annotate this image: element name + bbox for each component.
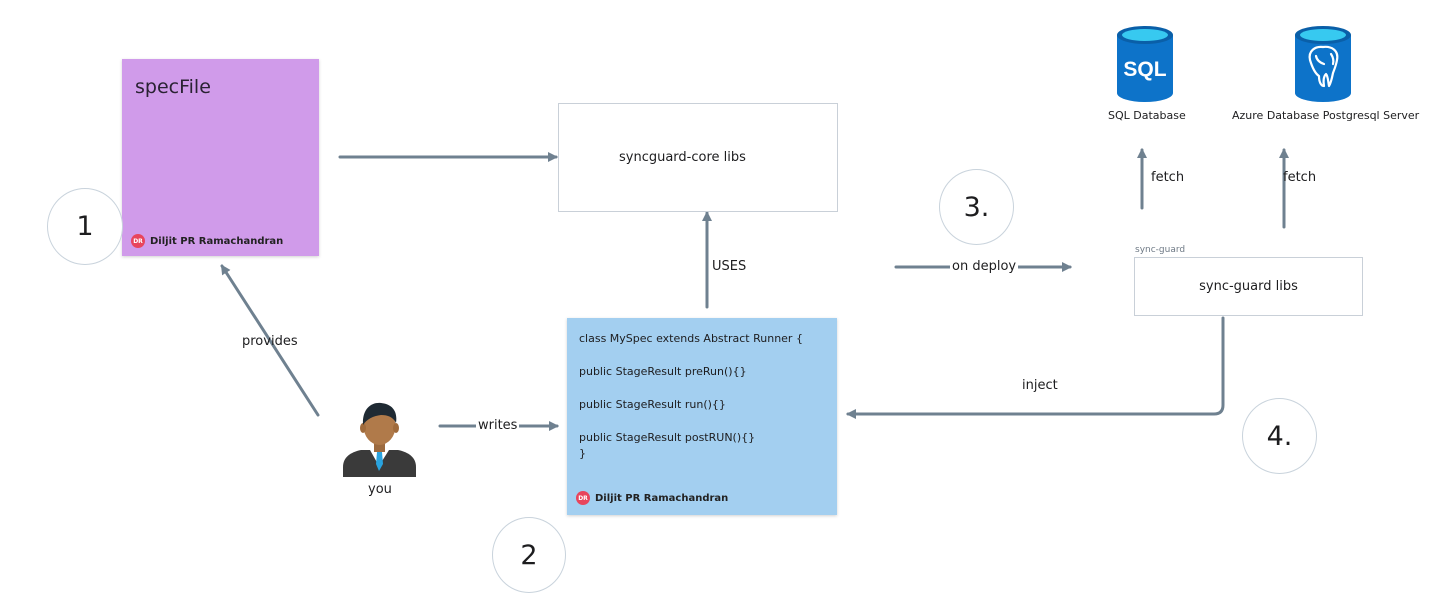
author-avatar: DR bbox=[576, 491, 590, 505]
author-name: Diljit PR Ramachandran bbox=[595, 492, 729, 504]
code-line: public StageResult postRUN(){} bbox=[579, 431, 756, 444]
fetch-pg-label: fetch bbox=[1283, 170, 1317, 185]
elephant-icon bbox=[1308, 45, 1339, 88]
step-circle-2: 2 bbox=[492, 517, 566, 593]
sync-guard-caption: sync-guard bbox=[1135, 245, 1186, 255]
inject-label: inject bbox=[1022, 378, 1058, 393]
step-circle-4: 4. bbox=[1242, 398, 1317, 474]
code-line: public StageResult preRun(){} bbox=[579, 365, 747, 378]
code-line: class MySpec extends Abstract Runner { bbox=[579, 332, 803, 345]
postgresql-database-icon bbox=[1295, 26, 1351, 102]
code-note[interactable]: class MySpec extends Abstract Runner { p… bbox=[567, 318, 837, 515]
sync-guard-label: sync-guard libs bbox=[1199, 279, 1298, 294]
sql-icon-text: SQL bbox=[1123, 58, 1166, 81]
code-line: } bbox=[579, 447, 586, 460]
spec-file-title: specFile bbox=[135, 76, 211, 98]
sync-guard-box[interactable]: sync-guard libs bbox=[1134, 257, 1363, 316]
spec-file-author: DR Diljit PR Ramachandran bbox=[131, 234, 283, 248]
syncguard-core-box[interactable]: syncguard-core libs bbox=[558, 103, 838, 212]
arrow-inject bbox=[846, 316, 1225, 419]
code-note-author: DR Diljit PR Ramachandran bbox=[576, 491, 728, 505]
sql-database-label: SQL Database bbox=[1108, 109, 1186, 122]
uses-label: USES bbox=[712, 259, 747, 274]
arrow-provides bbox=[220, 264, 320, 417]
user-avatar-icon bbox=[343, 402, 416, 477]
code-line: public StageResult run(){} bbox=[579, 398, 726, 411]
provides-label: provides bbox=[242, 334, 298, 349]
fetch-sql-label: fetch bbox=[1151, 170, 1185, 185]
spec-file-note[interactable]: specFile DR Diljit PR Ramachandran bbox=[122, 59, 319, 256]
step-circle-1: 1 bbox=[47, 188, 123, 265]
postgresql-database-label: Azure Database Postgresql Server bbox=[1232, 109, 1420, 122]
on-deploy-label: on deploy bbox=[950, 259, 1019, 274]
author-avatar: DR bbox=[131, 234, 145, 248]
user-label: you bbox=[368, 482, 392, 497]
writes-label: writes bbox=[476, 418, 520, 433]
syncguard-core-label: syncguard-core libs bbox=[619, 150, 746, 165]
step-circle-3: 3. bbox=[939, 169, 1014, 245]
sql-database-icon: SQL bbox=[1117, 26, 1173, 102]
author-name: Diljit PR Ramachandran bbox=[150, 235, 284, 247]
